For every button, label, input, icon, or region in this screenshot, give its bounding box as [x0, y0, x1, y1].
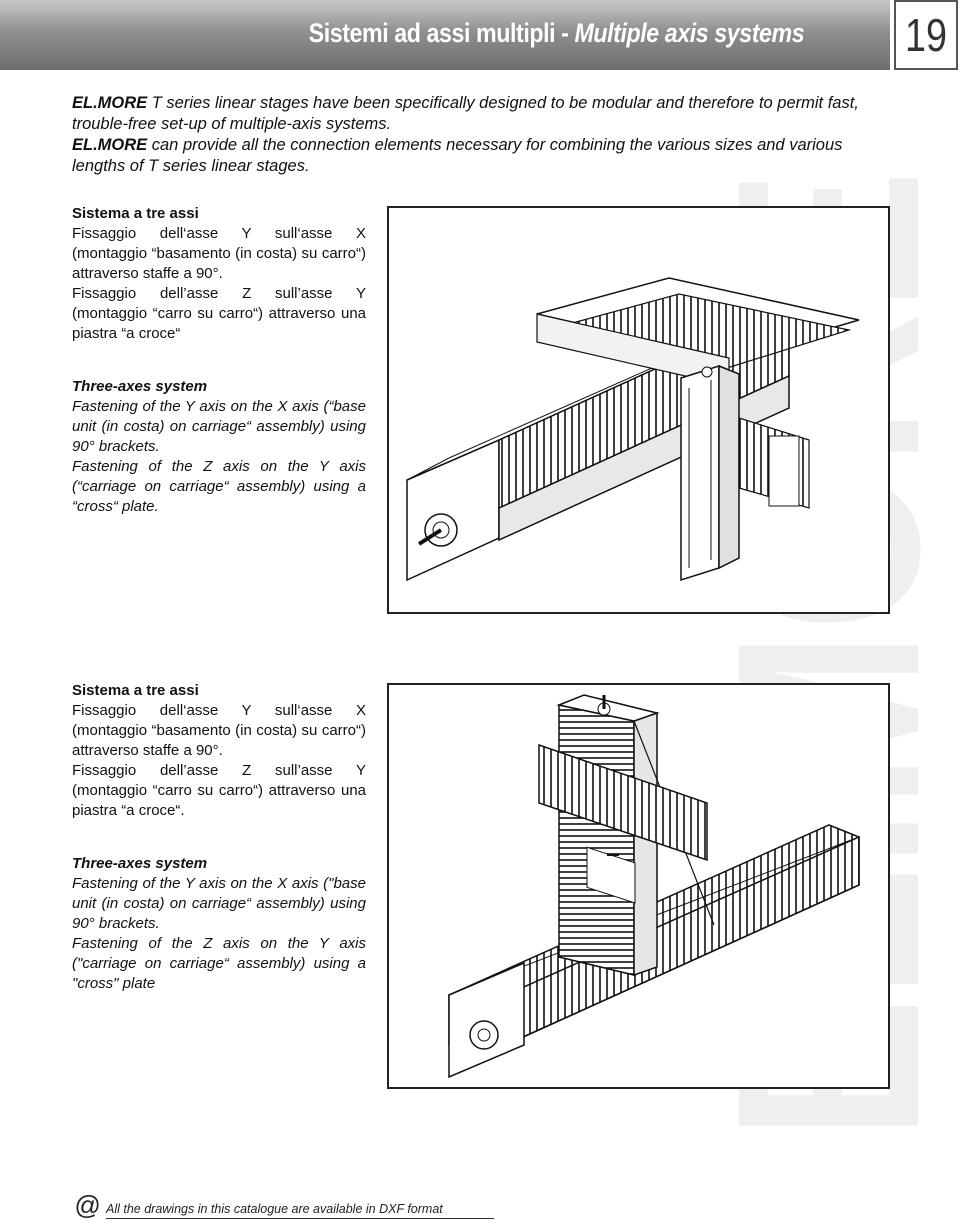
section-2-it-heading: Sistema a tre assi [72, 682, 199, 699]
page-number: 19 [905, 9, 947, 61]
page-header: Sistemi ad assi multipli - Multiple axis… [0, 0, 960, 72]
section-2-it-paragraph-1: Fissaggio dell‘asse Y sull‘asse X (monta… [72, 702, 366, 759]
section-1-en-paragraph-1: Fastening of the Y axis on the X axis (“… [72, 398, 366, 455]
section-2-en-heading: Three-axes system [72, 855, 208, 872]
intro-paragraph-2: EL.MORE can provide all the connection e… [72, 135, 894, 177]
intro-paragraph-1: EL.MORE T series linear stages have been… [72, 93, 894, 135]
header-bar: Sistemi ad assi multipli - Multiple axis… [0, 0, 890, 70]
intro-text-2: can provide all the connection elements … [72, 136, 843, 175]
title-english: Multiple axis systems [574, 18, 804, 48]
section-1-en-paragraph-2: Fastening of the Z axis on the Y axis (“… [72, 458, 366, 515]
section-1-text: Sistema a tre assi Fissaggio dell‘asse Y… [72, 204, 366, 517]
footer-note: All the drawings in this catalogue are a… [106, 1202, 443, 1216]
brand-name: EL.MORE [72, 136, 148, 154]
section-1-it-heading: Sistema a tre assi [72, 205, 199, 222]
three-axis-drawing-2 [447, 694, 860, 1079]
section-1-it-paragraph-2: Fissaggio dell’asse Z sull’asse Y (monta… [72, 285, 366, 342]
title-italian: Sistemi ad assi multipli - [308, 18, 575, 48]
section-2-it-paragraph-2: Fissaggio dell’asse Z sull’asse Y (monta… [72, 762, 366, 819]
page-number-box: 19 [894, 0, 958, 70]
section-1-en-heading: Three-axes system [72, 378, 208, 395]
at-icon: @ [74, 1190, 101, 1220]
section-2-en-paragraph-2: Fastening of the Z axis on the Y axis ("… [72, 935, 366, 992]
drawing-frame-2 [387, 683, 890, 1089]
section-2-text: Sistema a tre assi Fissaggio dell‘asse Y… [72, 681, 366, 994]
drawing-frame-1 [387, 206, 890, 614]
intro-text-1: T series linear stages have been specifi… [72, 94, 859, 133]
section-2-en-paragraph-1: Fastening of the Y axis on the X axis ("… [72, 875, 366, 932]
section-1-it-paragraph-1: Fissaggio dell‘asse Y sull‘asse X (monta… [72, 225, 366, 282]
three-axis-drawing-1 [406, 277, 860, 582]
page-title: Sistemi ad assi multipli - Multiple axis… [308, 18, 804, 49]
brand-name: EL.MORE [72, 94, 148, 112]
intro-text: EL.MORE T series linear stages have been… [72, 93, 894, 177]
footer-rule [106, 1218, 494, 1219]
